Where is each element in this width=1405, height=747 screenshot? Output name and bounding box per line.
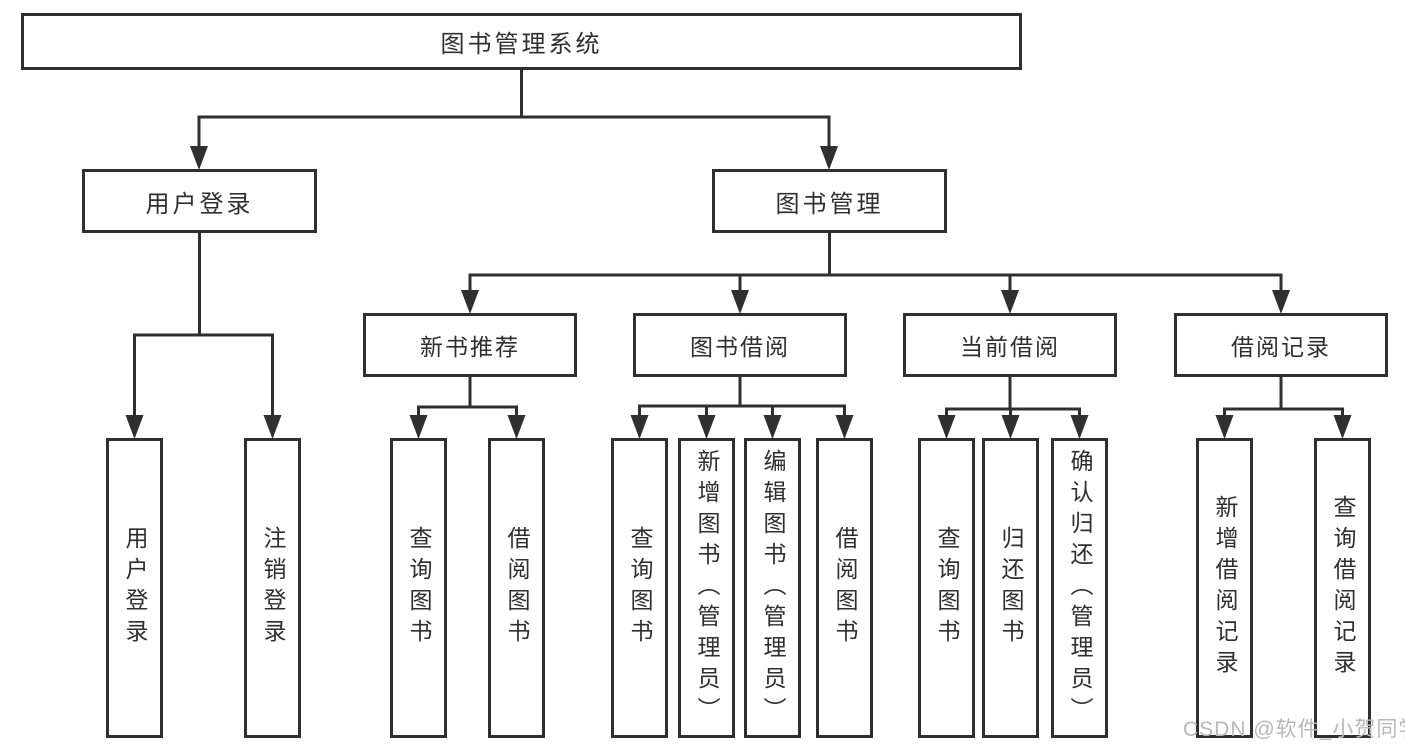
leaf-logout-label: 注销登录 xyxy=(260,526,286,650)
leaf-return-books: 归还图书 xyxy=(982,438,1039,738)
leaf-add-book-admin-label: 新增图书（管理员） xyxy=(694,448,720,728)
node-user-login: 用户登录 xyxy=(82,169,317,233)
leaf-query-books-borrow-label: 查询图书 xyxy=(627,526,653,650)
connector-branch-user-login xyxy=(133,233,274,417)
node-root-label: 图书管理系统 xyxy=(440,31,603,58)
leaf-add-borrow-record-label: 新增借阅记录 xyxy=(1212,495,1238,681)
leaf-edit-book-admin: 编辑图书（管理员） xyxy=(744,438,801,738)
leaf-return-books-label: 归还图书 xyxy=(998,526,1024,650)
node-book-management: 图书管理 xyxy=(712,169,947,233)
leaf-borrow-books-recommend: 借阅图书 xyxy=(488,438,545,738)
connector-branch-book-borrow xyxy=(638,377,846,417)
leaf-logout: 注销登录 xyxy=(244,438,301,738)
node-user-login-label: 用户登录 xyxy=(145,190,254,218)
connector-branch-current-borrow xyxy=(945,377,1081,417)
leaf-query-borrow-record: 查询借阅记录 xyxy=(1314,438,1371,738)
leaf-user-login-label: 用户登录 xyxy=(122,526,148,650)
leaf-query-books-recommend-label: 查询图书 xyxy=(406,526,432,650)
connector-branch-new-book-recommend xyxy=(417,377,518,417)
connector-branch-root xyxy=(197,69,831,149)
node-borrow-records: 借阅记录 xyxy=(1174,313,1388,377)
leaf-query-books-current: 查询图书 xyxy=(918,438,975,738)
leaf-edit-book-admin-label: 编辑图书（管理员） xyxy=(760,448,786,728)
leaf-confirm-return-admin: 确认归还（管理员） xyxy=(1051,438,1108,738)
leaf-add-book-admin: 新增图书（管理员） xyxy=(678,438,735,738)
leaf-add-borrow-record: 新增借阅记录 xyxy=(1196,438,1253,738)
connector-branch-book-management xyxy=(468,233,1283,293)
connector-branch-borrow-records xyxy=(1223,377,1344,417)
node-book-borrow: 图书借阅 xyxy=(633,313,847,377)
leaf-borrow-books-label: 借阅图书 xyxy=(832,526,858,650)
leaf-query-books-recommend: 查询图书 xyxy=(390,438,447,738)
leaf-query-books-borrow: 查询图书 xyxy=(611,438,668,738)
leaf-user-login: 用户登录 xyxy=(106,438,163,738)
node-book-borrow-label: 图书借阅 xyxy=(690,334,790,360)
watermark: CSDN @软件_小贺同学 xyxy=(1183,718,1405,741)
leaf-query-books-current-label: 查询图书 xyxy=(934,526,960,650)
leaf-confirm-return-admin-label: 确认归还（管理员） xyxy=(1067,448,1093,728)
leaf-borrow-books-recommend-label: 借阅图书 xyxy=(504,526,530,650)
node-root: 图书管理系统 xyxy=(21,13,1022,70)
node-new-book-recommend: 新书推荐 xyxy=(363,313,577,377)
node-book-management-label: 图书管理 xyxy=(775,190,884,218)
node-current-borrow: 当前借阅 xyxy=(903,313,1117,377)
node-borrow-records-label: 借阅记录 xyxy=(1231,334,1331,360)
node-new-book-recommend-label: 新书推荐 xyxy=(420,334,520,360)
leaf-borrow-books: 借阅图书 xyxy=(816,438,873,738)
node-current-borrow-label: 当前借阅 xyxy=(960,334,1060,360)
leaf-query-borrow-record-label: 查询借阅记录 xyxy=(1330,495,1356,681)
